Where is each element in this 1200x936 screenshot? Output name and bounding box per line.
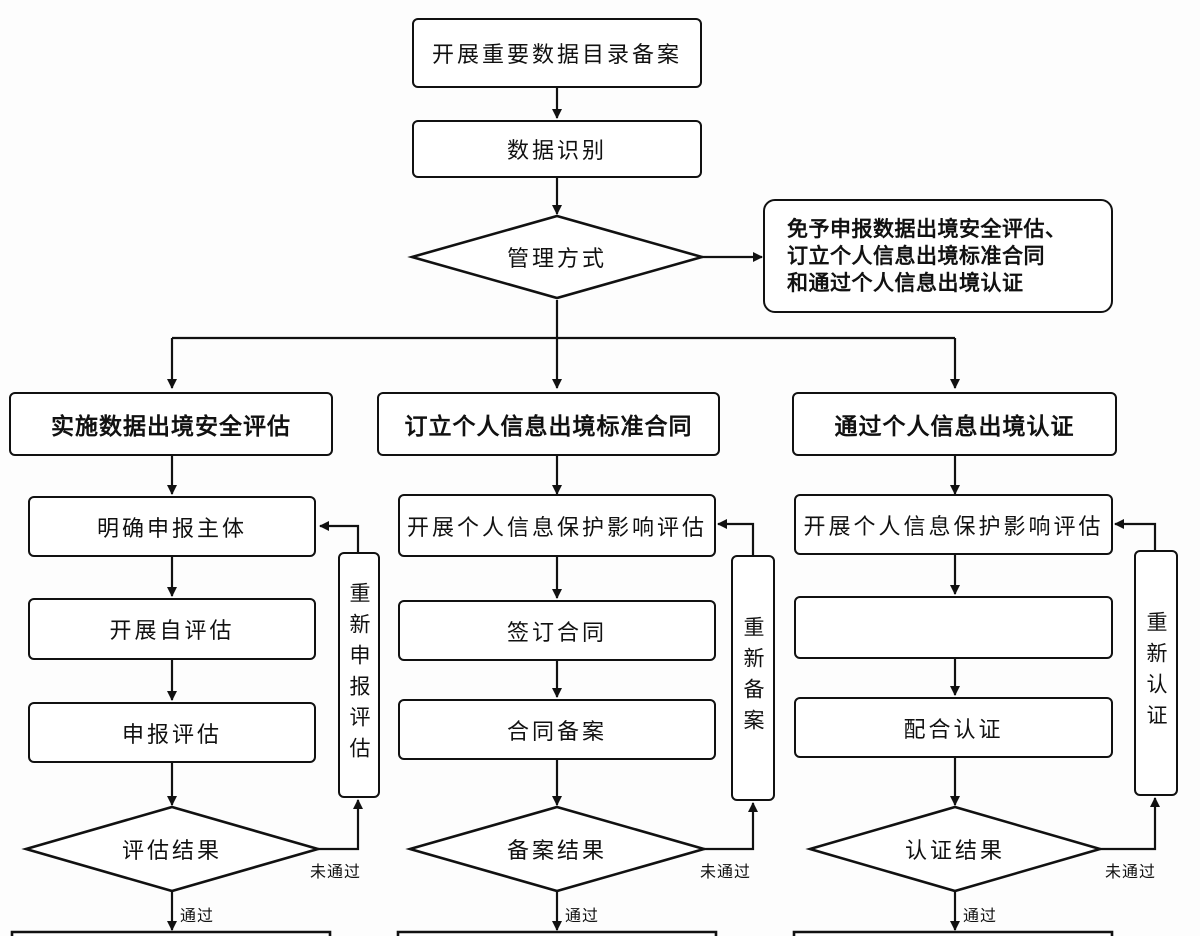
record-catalog-label: 开展重要数据目录备案 xyxy=(431,43,682,68)
assessment-step-3: 申报评估 xyxy=(28,702,316,763)
bottom-box-right xyxy=(792,930,1114,936)
certification-retry-label: 重新认证 xyxy=(1144,611,1168,735)
exempt-note-box: 免予申报数据出境安全评估、 订立个人信息出境标准合同 和通过个人信息出境认证 xyxy=(763,199,1113,313)
contract-pass-label: 通过 xyxy=(565,906,600,925)
certification-title: 通过个人信息出境认证 xyxy=(834,414,1075,440)
certification-pass-label: 通过 xyxy=(963,906,998,925)
contract-title-box: 订立个人信息出境标准合同 xyxy=(377,392,720,456)
contract-retry-label: 重新备案 xyxy=(741,616,765,740)
record-catalog-box: 开展重要数据目录备案 xyxy=(412,18,702,88)
exempt-note-line-1: 免予申报数据出境安全评估、 xyxy=(787,216,1067,241)
certification-fail-label: 未通过 xyxy=(1105,862,1157,881)
exempt-note-text: 免予申报数据出境安全评估、 订立个人信息出境标准合同 和通过个人信息出境认证 xyxy=(787,216,1067,297)
certification-title-box: 通过个人信息出境认证 xyxy=(792,392,1117,456)
certification-step-1: 开展个人信息保护影响评估 xyxy=(794,494,1113,555)
contract-fail-label: 未通过 xyxy=(700,862,752,881)
assessment-title: 实施数据出境安全评估 xyxy=(51,414,291,440)
assessment-step-1-label: 明确申报主体 xyxy=(96,516,247,542)
certification-decision-label: 认证结果 xyxy=(904,839,1005,864)
certification-step-1-label: 开展个人信息保护影响评估 xyxy=(803,514,1104,540)
certification-step-3-label: 配合认证 xyxy=(903,717,1004,743)
certification-retry-box: 重新认证 xyxy=(1134,550,1178,796)
assessment-step-3-label: 申报评估 xyxy=(121,722,222,748)
assessment-decision-label: 评估结果 xyxy=(121,839,222,864)
data-identification-label: 数据识别 xyxy=(506,139,607,164)
assessment-step-2-label: 开展自评估 xyxy=(109,619,235,644)
decision-filing-result xyxy=(405,805,709,893)
bottom-box-middle xyxy=(396,930,718,936)
assessment-fail-label: 未通过 xyxy=(310,862,362,881)
assessment-pass-label: 通过 xyxy=(180,906,215,925)
decision-certification-result xyxy=(805,805,1105,893)
assessment-step-2: 开展自评估 xyxy=(28,598,316,660)
contract-step-3: 合同备案 xyxy=(398,699,716,760)
certification-step-2 xyxy=(794,596,1113,659)
exempt-note-line-2: 订立个人信息出境标准合同 xyxy=(787,243,1045,268)
certification-step-3: 配合认证 xyxy=(794,697,1113,758)
contract-step-1-label: 开展个人信息保护影响评估 xyxy=(406,515,707,541)
bottom-box-left xyxy=(10,930,332,936)
contract-step-2: 签订合同 xyxy=(398,600,716,661)
contract-step-3-label: 合同备案 xyxy=(506,719,607,745)
assessment-retry-box: 重新申报评估 xyxy=(338,552,380,798)
contract-step-2-label: 签订合同 xyxy=(506,620,607,646)
data-identification-box: 数据识别 xyxy=(412,120,702,178)
contract-decision-label: 备案结果 xyxy=(506,839,607,864)
contract-title: 订立个人信息出境标准合同 xyxy=(404,414,693,440)
decision-assessment-result xyxy=(21,805,323,893)
contract-step-1: 开展个人信息保护影响评估 xyxy=(398,494,716,557)
assessment-title-box: 实施数据出境安全评估 xyxy=(9,392,333,456)
assessment-retry-label: 重新申报评估 xyxy=(347,582,371,768)
exempt-note-line-3: 和通过个人信息出境认证 xyxy=(787,270,1024,295)
assessment-step-1: 明确申报主体 xyxy=(28,496,316,557)
decision-management-mode xyxy=(407,214,707,300)
management-mode-label: 管理方式 xyxy=(506,247,607,272)
contract-retry-box: 重新备案 xyxy=(731,555,775,801)
